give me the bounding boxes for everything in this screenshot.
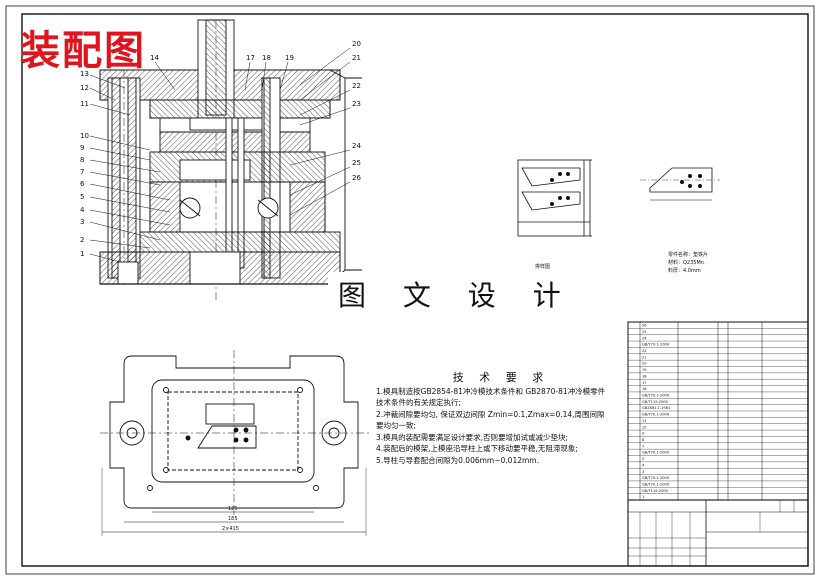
- technical-requirements: 技 术 要 求 1.模具制造按GB2854-81冲冷模技术条件和 GB2870-…: [376, 372, 626, 466]
- bom-code-cell: 11: [642, 419, 647, 423]
- tech-requirement-1b: 技术条件的有关规定执行;: [376, 398, 462, 407]
- bom-code-cell: 3: [642, 470, 644, 474]
- bom-code-cell: 19: [642, 368, 647, 372]
- bom-code-cell: 8: [642, 438, 645, 442]
- bom-code-cell: 16: [642, 387, 647, 391]
- bom-code-cell: GB/T70.1-2000: [642, 413, 670, 417]
- bom-code-cell: GB/T70.1-2000: [642, 451, 670, 455]
- label-12: 12: [80, 84, 89, 92]
- outer-border: [5, 5, 815, 575]
- label-18: 18: [262, 54, 271, 62]
- label-26: 26: [352, 174, 361, 182]
- plan-view: [100, 350, 370, 536]
- label-19: 19: [285, 54, 294, 62]
- leader-lines: [89, 47, 351, 263]
- label-14: 14: [150, 54, 159, 62]
- plan-dimensions: 125 185 2×415: [222, 506, 239, 532]
- drawing-title: 装配图: [20, 27, 146, 74]
- part-view: [640, 167, 720, 201]
- bom-code-cell: GB/T70.1-2000: [642, 393, 670, 397]
- bom-code-cell: GB/T119-2000: [642, 489, 669, 493]
- label-8: 8: [80, 156, 84, 164]
- bom-code-cell: 18: [642, 374, 647, 378]
- tech-requirement-3: 3.模具的装配需要满足设计要求,否则要增加试或减少垫块;: [376, 432, 569, 442]
- bom-code-cell: 17: [642, 381, 647, 385]
- label-1: 1: [80, 250, 84, 258]
- bom-codes: 262524GB/T70.1-200022212019181716GB/T70.…: [642, 324, 670, 500]
- tech-requirement-1: 1.模具制造按GB2854-81冲冷模技术条件和 GB2870-81冲冷模零件: [376, 386, 606, 396]
- part-info-thickness: 料厚：4.0mm: [668, 267, 701, 274]
- label-5: 5: [80, 193, 84, 201]
- label-10: 10: [80, 132, 89, 140]
- bom-code-cell: GB/T70.1-2000: [642, 482, 670, 486]
- label-7: 7: [80, 168, 84, 176]
- bom-code-cell: 1: [642, 495, 644, 499]
- part-info: 零件名称：垫铁片 材料：Q235Mn 料厚：4.0mm: [668, 251, 708, 274]
- label-4: 4: [80, 206, 85, 214]
- title-block: [627, 499, 809, 567]
- label-22: 22: [352, 82, 361, 90]
- bom-code-cell: 22: [642, 349, 647, 353]
- dim-125: 125: [228, 506, 238, 512]
- bom-code-cell: 24: [642, 336, 647, 340]
- label-21: 21: [352, 54, 361, 62]
- bom-code-cell: 4: [642, 463, 645, 467]
- bom-code-cell: 9: [642, 432, 645, 436]
- bom-code-cell: GB2861.1-1981: [642, 406, 670, 410]
- bom-code-cell: 26: [642, 324, 647, 328]
- label-13: 13: [80, 70, 89, 78]
- tech-requirement-4: 4.装配后的模架,上模座沿导柱上或下移动要平稳,无阻滞现象;: [376, 444, 578, 453]
- label-9: 9: [80, 144, 84, 152]
- dim-185: 185: [228, 516, 238, 522]
- bom-code-cell: GB/T70.1-2000: [642, 343, 670, 347]
- part-info-material: 材料：Q235Mn: [668, 259, 704, 266]
- bom-code-cell: 5: [642, 457, 644, 461]
- tech-requirements-title: 技 术 要 求: [452, 371, 550, 384]
- label-25: 25: [352, 159, 361, 167]
- label-17: 17: [246, 54, 255, 62]
- dim-2x415: 2×415: [222, 526, 239, 532]
- bom-code-cell: 20: [642, 362, 647, 366]
- label-3: 3: [80, 218, 84, 226]
- strip-layout-caption: 排样图: [535, 263, 550, 270]
- strip-layout-view: [517, 159, 592, 237]
- bom-code-cell: 25: [642, 330, 647, 334]
- bom-table: [627, 321, 809, 501]
- bom-code-cell: GB/T70.1-2000: [642, 476, 670, 480]
- bom-code-cell: 10: [642, 425, 647, 429]
- bom-code-cell: 7: [642, 444, 644, 448]
- tech-requirement-5: 5.导柱与导套配合间隙为0.006mm~0.012mm.: [376, 455, 539, 465]
- watermark-text: 图 文 设 计: [328, 272, 585, 316]
- label-11: 11: [80, 100, 89, 108]
- tech-requirement-2b: 要均匀一致;: [376, 421, 417, 430]
- label-24: 24: [352, 142, 361, 150]
- label-23: 23: [352, 100, 361, 108]
- part-labels: 13 12 11 10 9 8 7 6 5 4 3 2 1 14 17 18 1…: [80, 40, 361, 258]
- label-6: 6: [80, 180, 85, 188]
- inner-border: [21, 13, 809, 567]
- part-info-name: 零件名称：垫铁片: [668, 251, 708, 258]
- tech-requirement-2: 2.冲裁间隙要均匀, 保证双边间隙 Zmin=0.1,Zmax=0.14,周围间…: [376, 409, 605, 419]
- label-2: 2: [80, 236, 84, 244]
- label-20: 20: [352, 40, 361, 48]
- bom-code-cell: 21: [642, 355, 647, 359]
- bom-code-cell: GB/T119-2000: [642, 400, 669, 404]
